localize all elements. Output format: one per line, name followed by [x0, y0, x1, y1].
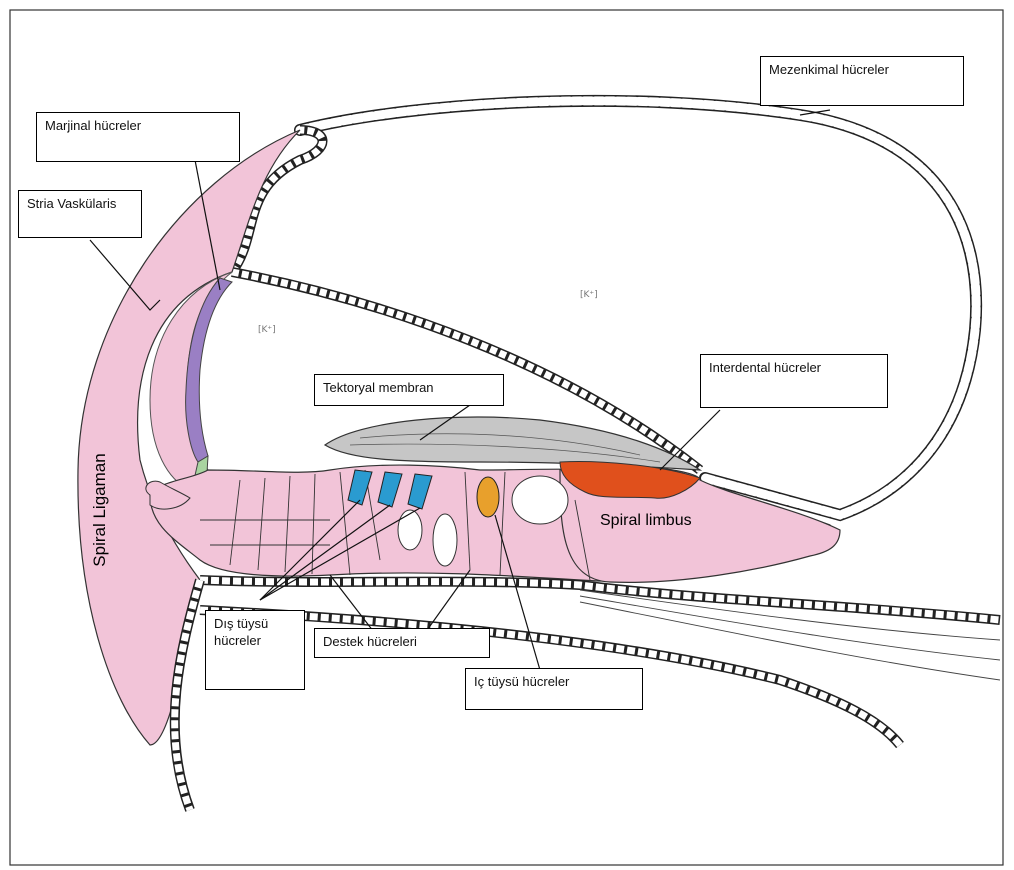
label-stria-text: Stria Vaskülaris	[27, 196, 116, 211]
inner-hair-cell	[477, 477, 499, 517]
label-mezenkimal: Mezenkimal hücreler	[760, 56, 964, 106]
label-destek: Destek hücreleri	[314, 628, 490, 658]
label-marjinal: Marjinal hücreler	[36, 112, 240, 162]
label-spiral-limbus: Spiral limbus	[600, 512, 692, 530]
label-k-plus-large: [K⁺]	[580, 290, 598, 300]
label-k-plus-small: [K⁺]	[258, 325, 276, 335]
label-stria: Stria Vaskülaris	[18, 190, 142, 238]
label-spiral-ligaman: Spiral Ligaman	[90, 453, 110, 566]
inner-sulcus-space	[512, 476, 568, 524]
label-ic-tuysu: Iç tüysü hücreler	[465, 668, 643, 710]
label-interdental: Interdental hücreler	[700, 354, 888, 408]
label-marjinal-text: Marjinal hücreler	[45, 118, 141, 133]
label-interdental-text: Interdental hücreler	[709, 360, 821, 375]
label-tektoryal-text: Tektoryal membran	[323, 380, 434, 395]
label-ic-tuysu-text: Iç tüysü hücreler	[474, 674, 569, 689]
label-destek-text: Destek hücreleri	[323, 634, 417, 649]
label-dis-tuysu-text: Dış tüysü hücreler	[214, 616, 268, 648]
label-mezenkimal-text: Mezenkimal hücreler	[769, 62, 889, 77]
label-dis-tuysu: Dış tüysü hücreler	[205, 610, 305, 690]
label-tektoryal: Tektoryal membran	[314, 374, 504, 406]
tunnel-space-2	[398, 510, 422, 550]
tunnel-space-1	[433, 514, 457, 566]
